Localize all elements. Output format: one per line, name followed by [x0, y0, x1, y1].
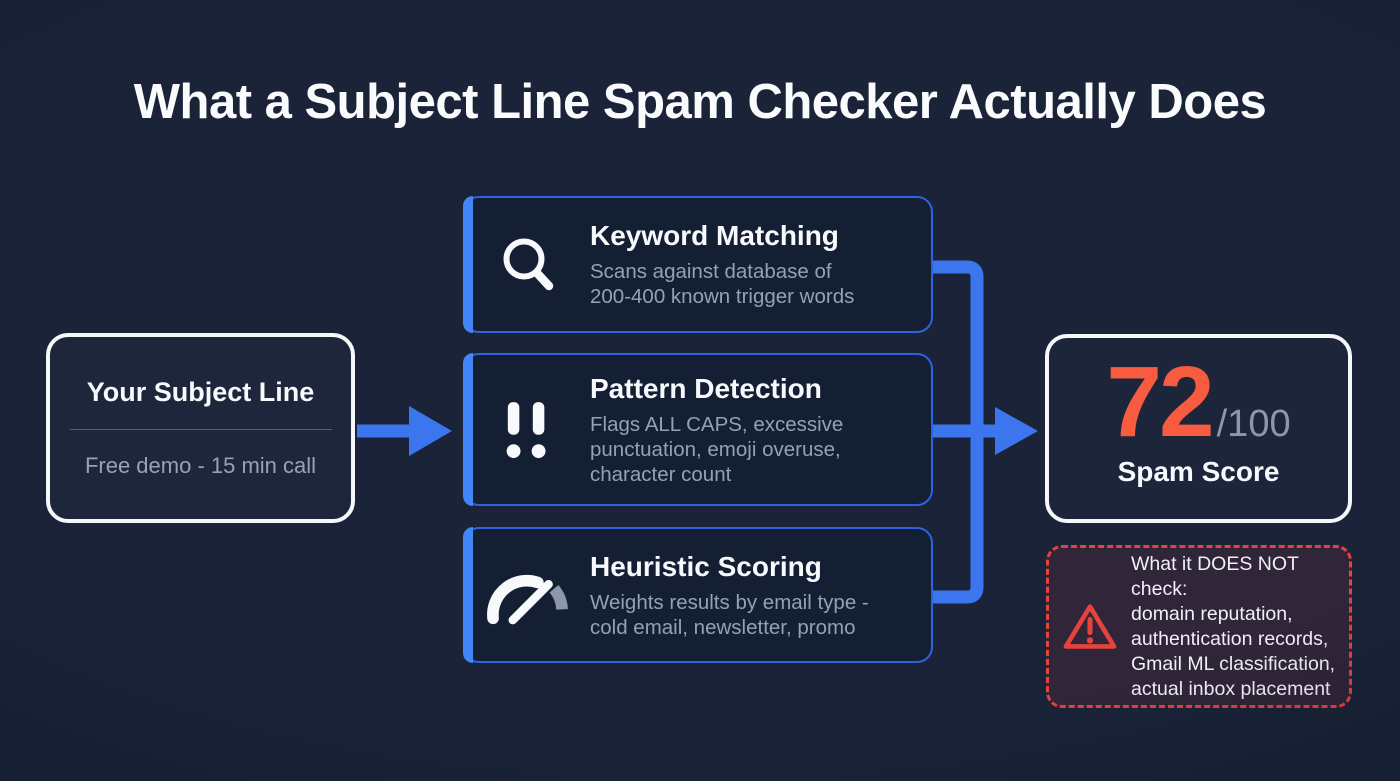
page-title: What a Subject Line Spam Checker Actuall… — [133, 75, 1267, 129]
step-card-keyword-matching: Keyword Matching Scans against database … — [463, 196, 933, 333]
subject-line-card-title: Your Subject Line — [86, 377, 315, 407]
gauge-icon — [465, 565, 590, 625]
limitations-warning-card: What it DOES NOT check: domain reputatio… — [1046, 545, 1352, 708]
step-title: Heuristic Scoring — [590, 550, 822, 582]
arrow-right-icon — [357, 406, 452, 456]
spam-score-label: Spam Score — [1117, 456, 1280, 487]
subject-line-card: Your Subject Line Free demo - 15 min cal… — [46, 333, 355, 523]
divider — [69, 429, 332, 430]
step-description: Flags ALL CAPS, excessive punctuation, e… — [590, 412, 844, 486]
step-card-pattern-detection: Pattern Detection Flags ALL CAPS, excess… — [463, 353, 933, 506]
spam-score-denominator: /100 — [1216, 403, 1291, 445]
spam-score-value: 72 — [1106, 346, 1214, 458]
step-title: Pattern Detection — [590, 372, 822, 404]
merge-connector — [933, 260, 1038, 604]
step-description: Scans against database of 200-400 known … — [590, 260, 855, 308]
step-card-heuristic-scoring: Heuristic Scoring Weights results by ema… — [463, 527, 933, 663]
magnifier-icon — [465, 233, 590, 297]
subject-line-example: Free demo - 15 min call — [84, 453, 317, 478]
warning-triangle-icon — [1062, 602, 1118, 652]
score-row: 72 /100 — [1049, 352, 1348, 452]
double-exclamation-icon — [465, 399, 590, 461]
spam-score-card: 72 /100 Spam Score — [1045, 334, 1352, 523]
step-title: Keyword Matching — [590, 220, 839, 251]
warning-text: What it DOES NOT check: domain reputatio… — [1131, 552, 1336, 700]
arrowhead-icon — [995, 407, 1038, 455]
step-description: Weights results by email type - cold ema… — [590, 590, 869, 639]
